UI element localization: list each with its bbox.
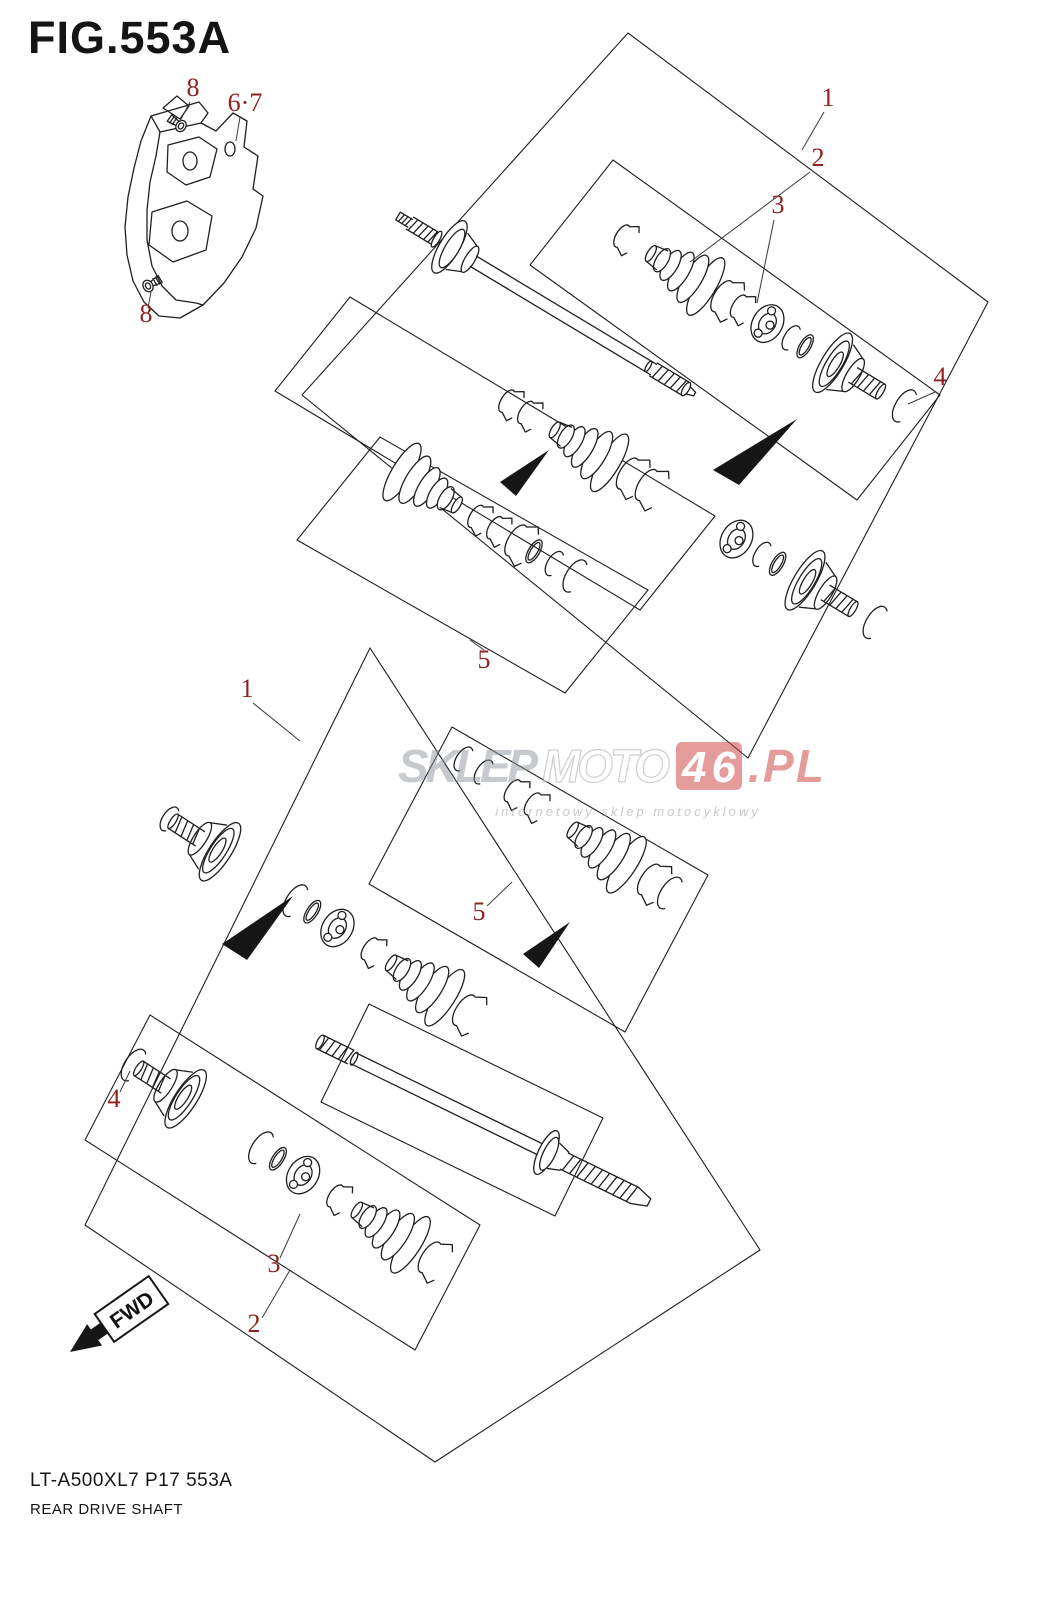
boot-clamp-small [607,217,643,258]
boot-clamp-small [511,394,547,435]
stopper-ring [299,897,325,927]
shaft-spline [559,1152,640,1205]
joint-row-lower-top [151,790,491,1039]
figure-name: REAR DRIVE SHAFT [30,1501,184,1518]
drive-shaft-upper [395,211,697,397]
stopper-ring [265,1144,291,1174]
shaft-tip [629,1186,652,1207]
stopper-ring [765,549,790,579]
joint-housing [804,327,902,423]
snap-ring-large [651,872,684,911]
watermark-tagline: internetowy sklep motocyklowy [495,804,760,819]
joint-housing [151,790,249,887]
snap-ring-large [886,385,918,425]
snap-ring-large [277,880,310,919]
bracket-face [166,136,218,186]
cv-boot [630,222,732,321]
callout-lower-5: 5 [473,897,486,926]
callout-upper-1: 1 [822,83,835,112]
fwd-direction-marker: FWD [70,1274,170,1352]
watermark-brand-a: SKLEP [398,740,538,792]
snap-ring-large [857,601,889,641]
callout-upper-2: 2 [812,143,825,172]
boot-clamp-small [480,509,516,550]
watermark: SKLEP MOTO 46 .PL internetowy sklep moto… [398,739,824,819]
joint-row-upper-inner [607,217,918,425]
boot-kit-outline-upper [296,436,649,694]
watermark-brand-b: MOTO [542,740,670,792]
boot-kit-upper [375,437,589,595]
bracket-hole [182,151,198,171]
callout-bracket-8-bottom: 8 [140,299,153,328]
snap-ring [748,538,773,569]
boot-clamp-small [492,382,528,423]
assembly-arrow [523,922,570,968]
spider-joint [712,513,761,565]
assembly-arrow [222,896,293,960]
watermark-badge [676,742,742,790]
cv-boot [534,399,636,497]
shaft-body [350,1052,547,1157]
cv-boot [369,932,472,1032]
cv-boot [375,437,478,536]
joint-kit-outline-lower [84,1014,481,1351]
bracket-face [148,200,213,263]
fwd-arrow-icon [70,1324,103,1352]
joint-housing [777,544,874,641]
callout-bracket-8-top: 8 [187,73,200,102]
figure-footer: LT-A500XL7 P17 553A REAR DRIVE SHAFT [30,1470,232,1518]
bracket-body [124,101,264,319]
callout-lower-2: 2 [248,1309,261,1338]
callout-lower-3: 3 [268,1249,281,1278]
bracket-bolt-bottom [140,273,164,295]
bracket-hole [224,141,236,157]
fwd-flag [93,1274,170,1344]
callout-upper-3: 3 [772,190,785,219]
shaft-spline [316,1034,355,1065]
mounting-bracket [124,95,264,319]
spider-joint [743,298,792,350]
boot-kit-outline-lower [368,726,709,1033]
callout-lower-4: 4 [108,1084,121,1113]
callout-bracket-6-7: 6·7 [228,88,263,117]
boot-clamp-small [461,498,497,539]
assembly-arrow [500,450,549,496]
bracket-tab [162,95,190,120]
shaft-body [469,255,658,376]
boot-clamp-small [354,930,391,971]
callout-upper-4: 4 [934,362,947,391]
watermark-tld: .PL [748,740,824,792]
spider-joint [313,902,362,954]
drive-shaft-lower [315,1034,652,1207]
callout-lower-1: 1 [241,674,254,703]
figure-title: FIG.553A [28,12,232,63]
cv-boot [335,1179,438,1279]
shaft-outline-lower [320,1003,604,1217]
spider-joint [278,1149,328,1201]
shaft-thread [395,211,413,228]
bracket-hole [171,220,189,242]
boot-outline-upper [274,296,716,611]
shaft-spline [405,216,439,245]
snap-ring-large [557,555,589,595]
joint-kit-outline-upper [529,159,941,501]
boot-clamp-small [320,1177,356,1218]
snap-ring-large [243,1127,275,1166]
assembly-arrow [713,419,797,485]
callout-upper-5: 5 [478,645,491,674]
assembly-outline-lower [84,647,761,1463]
boot-clamp-large [627,460,673,514]
callouts: 1 2 3 4 5 8 6·7 8 1 5 4 3 2 [108,73,947,1338]
joint-row-upper-middle [492,382,889,641]
assembly-outline-upper [301,32,989,759]
callout-leaders [119,101,936,1319]
shaft-spline [648,362,691,397]
bracket-bend-line [146,115,204,306]
model-code: LT-A500XL7 P17 553A [30,1470,233,1491]
stopper-ring [793,331,818,361]
